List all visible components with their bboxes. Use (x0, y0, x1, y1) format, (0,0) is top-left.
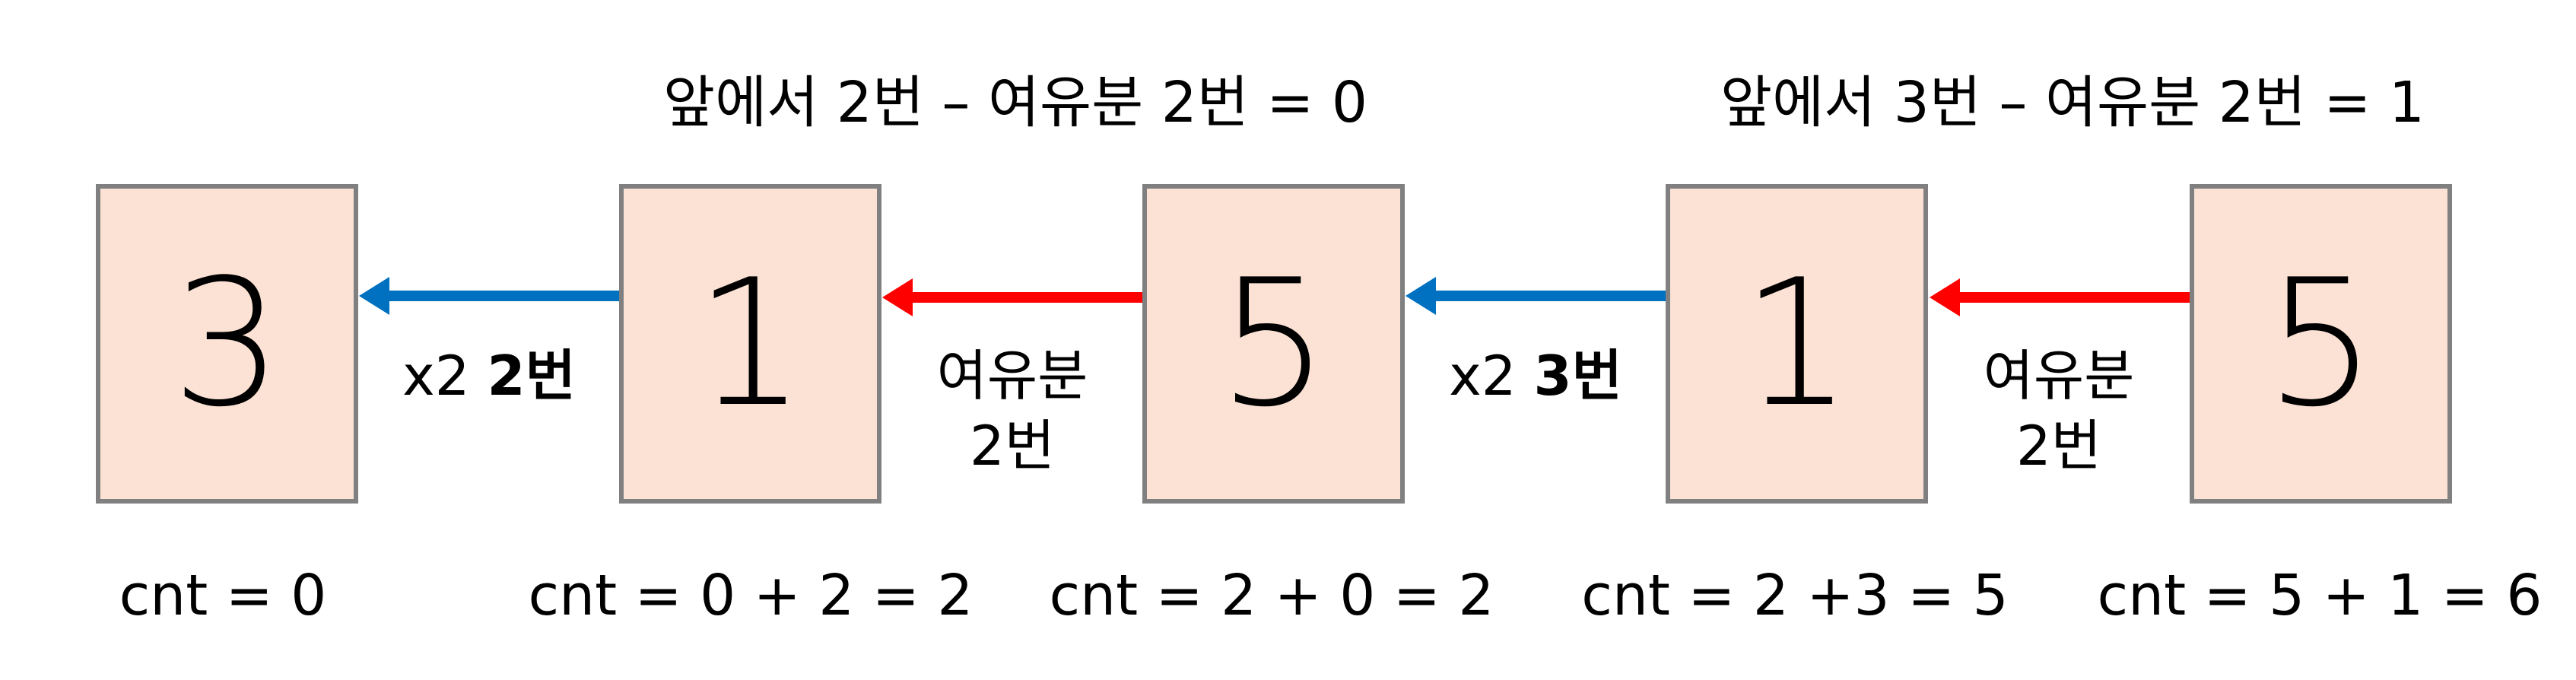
box-4: 1 (1666, 184, 1928, 504)
cnt-5: cnt = 5 + 1 = 6 (2097, 563, 2543, 628)
box-2: 1 (619, 184, 881, 504)
arrow-red-1 (882, 278, 1142, 316)
arrow-blue-1 (359, 277, 619, 315)
box-1: 3 (96, 184, 358, 504)
arrow-blue-2 (1406, 277, 1666, 315)
header-2: 앞에서 3번 – 여유분 2번 = 1 (1720, 70, 2425, 135)
cnt-1: cnt = 0 (119, 563, 327, 628)
cnt-4: cnt = 2 +3 = 5 (1581, 563, 2009, 628)
box-3: 5 (1142, 184, 1405, 504)
cnt-3: cnt = 2 + 0 = 2 (1049, 563, 1494, 628)
label-x2-2: x2 3번 (1449, 344, 1622, 408)
header-1: 앞에서 2번 – 여유분 2번 = 0 (662, 70, 1368, 135)
arrow-red-2 (1930, 278, 2190, 316)
box-5: 5 (2190, 184, 2452, 504)
label-x2-1: x2 2번 (402, 344, 576, 408)
cnt-2: cnt = 0 + 2 = 2 (528, 563, 974, 628)
